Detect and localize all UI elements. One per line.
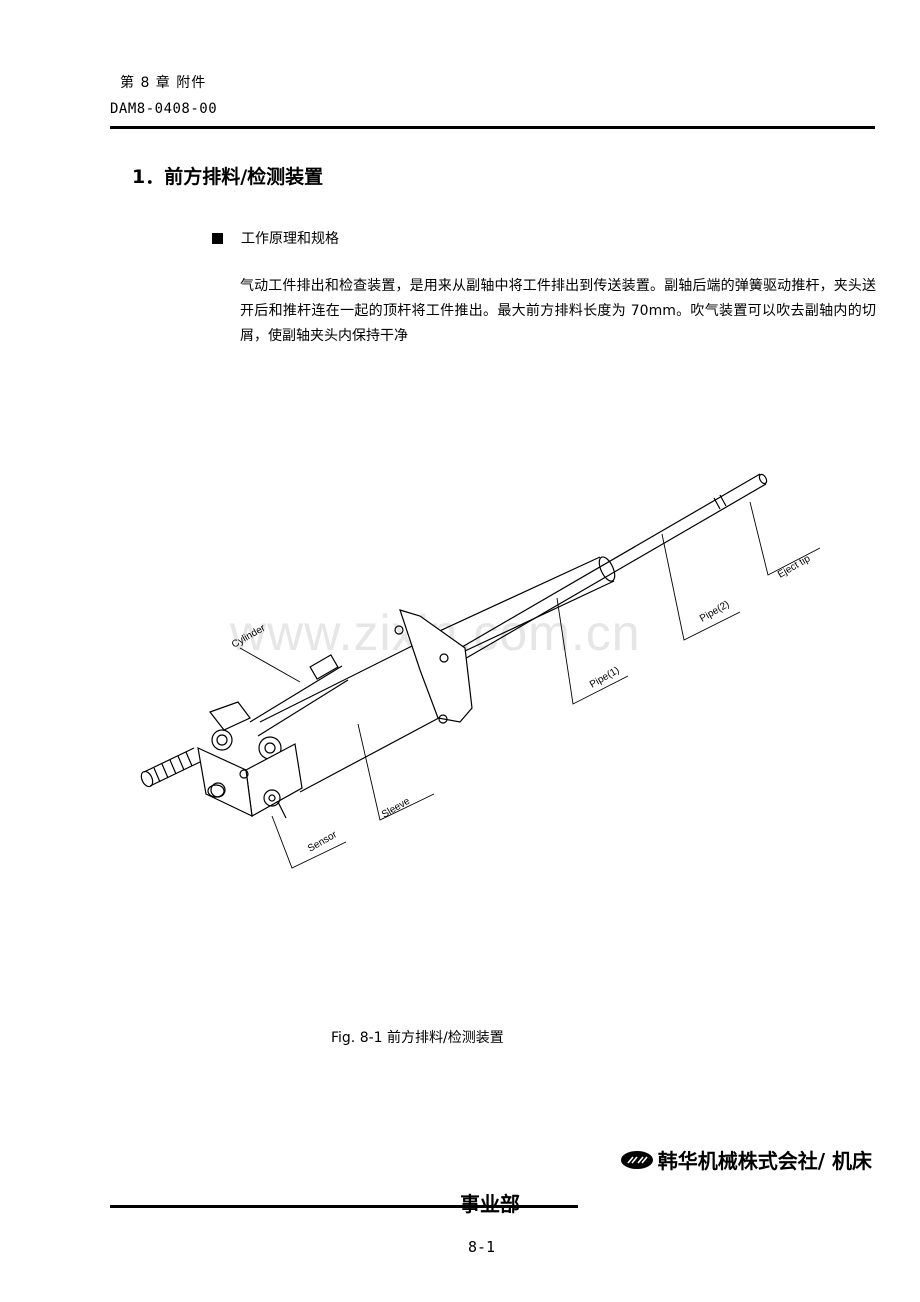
company-name-text: 韩华机械株式会社/ 机床 [657,1149,872,1173]
chapter-label: 第 8 章 附件 [120,75,207,91]
cylinder-body [249,654,349,737]
label-sleeve: Sleeve [380,796,412,821]
page-number: 8-1 [468,1238,496,1256]
label-eject-tip: Eject tip [776,553,813,581]
threaded-rod [140,747,225,798]
description-paragraph: 气动工件排出和检查装置，是用来从副轴中将工件排出到传送装置。副轴后端的弹簧驱动推… [240,278,876,344]
sub-heading: 工作原理和规格 [212,228,339,248]
company-name: 韩华机械株式会社/ 机床 [620,1145,872,1174]
pipe-assembly [419,473,768,667]
footer-divider [110,1205,578,1208]
label-sensor: Sensor [306,829,340,855]
label-pipe1: Pipe(1) [588,665,621,691]
department-name: 事业部 [460,1192,520,1216]
company-logo-icon [620,1150,653,1169]
square-bullet-icon [212,233,223,244]
section-title: 1．前方排料/检测装置 [132,166,324,188]
label-cylinder: Cylinder [230,622,268,650]
leader-lines [239,501,821,869]
device-illustration: Cylinder Eject tip Pipe(2) Pipe(1) Sleev… [140,473,821,869]
document-number: DAM8-0408-00 [110,101,218,117]
figure-caption: Fig. 8-1 前方排料/检测装置 [331,1030,504,1046]
end-block [197,701,303,819]
sub-heading-text: 工作原理和规格 [241,231,339,247]
label-pipe2: Pipe(2) [698,599,731,625]
sleeve-body [259,609,473,793]
header-divider [110,126,875,129]
